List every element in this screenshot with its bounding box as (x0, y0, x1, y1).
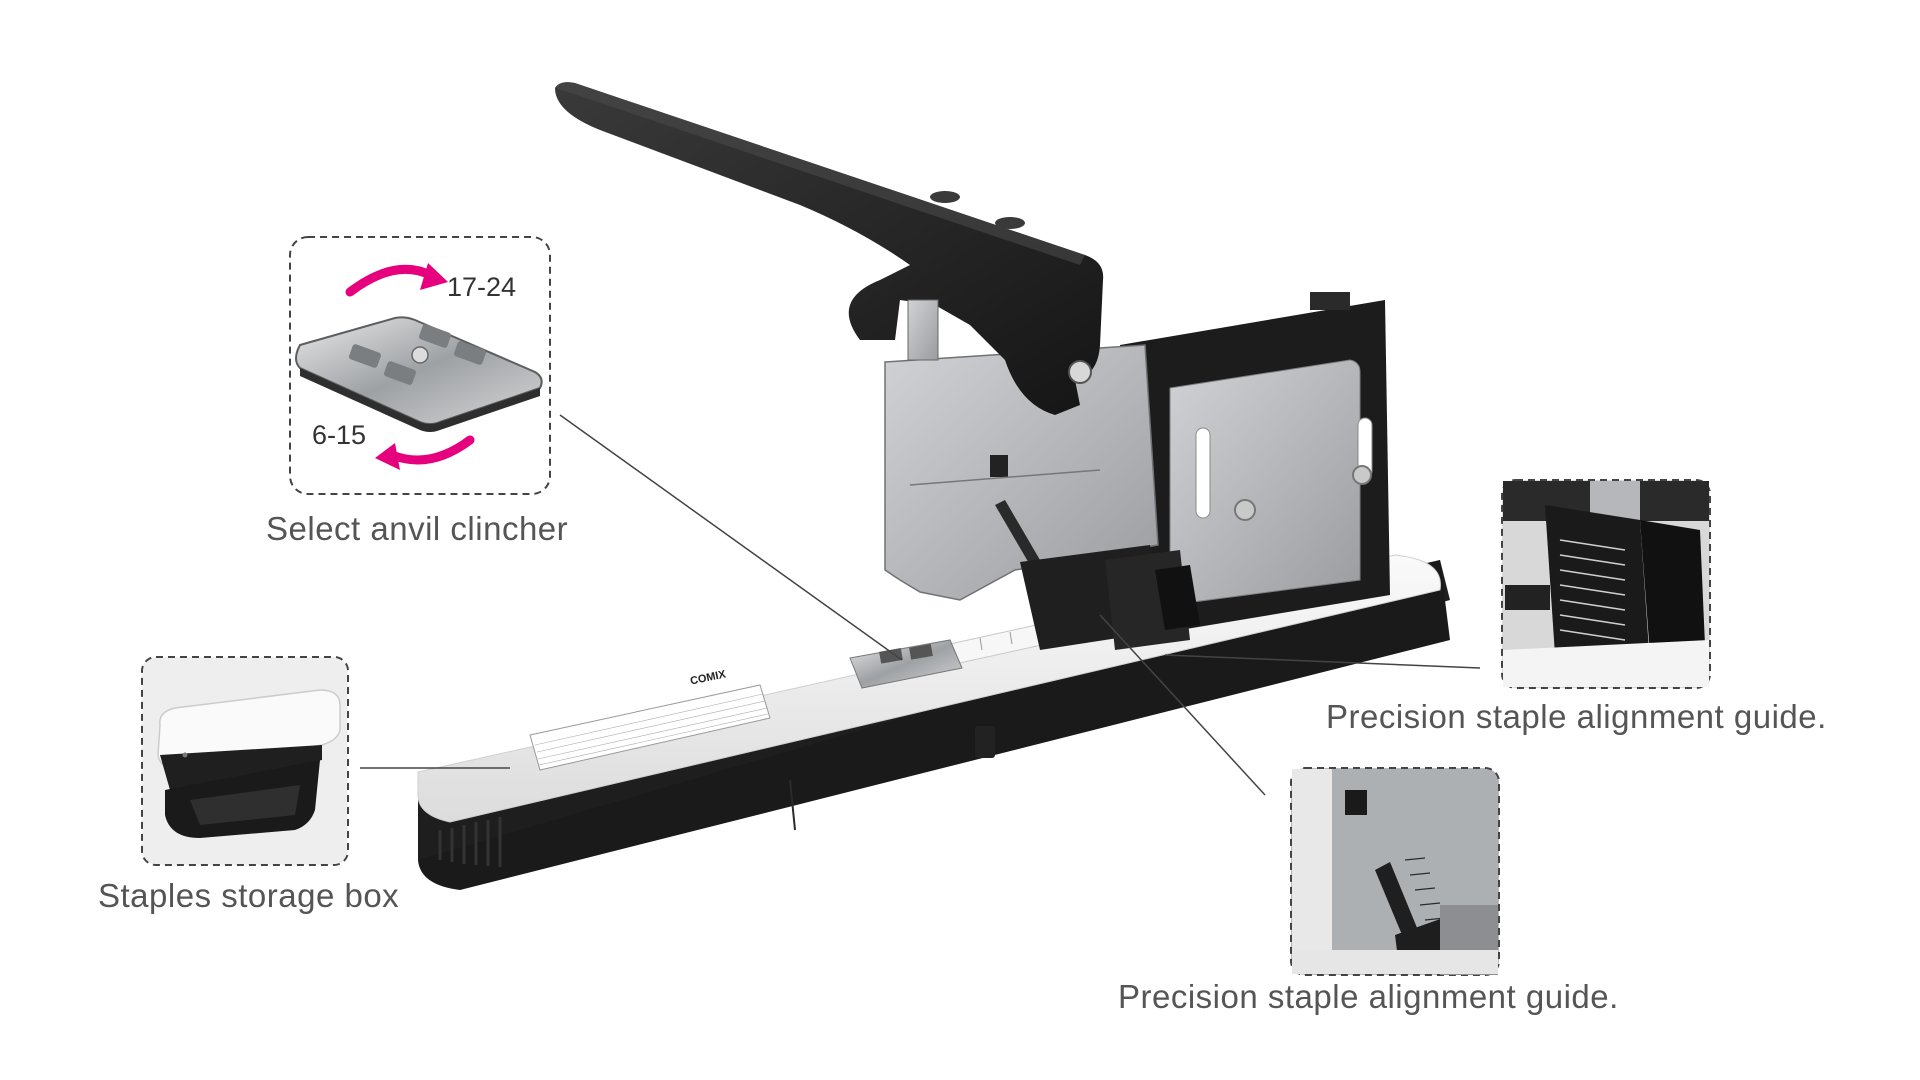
inset-alignment-guide-1 (1501, 479, 1711, 689)
stapler-head (884, 292, 1390, 650)
rotate-arrow-top-icon (345, 264, 435, 297)
inset-alignment-guide-2 (1290, 767, 1500, 976)
anvil-clincher-label: Select anvil clincher (266, 510, 569, 547)
spec-table-sticker (529, 684, 771, 771)
anvil-range-low: 6-15 (312, 420, 367, 450)
anvil-range-high: 17-24 (447, 272, 517, 302)
inset-anvil-clincher (289, 236, 551, 495)
rotate-arrow-bottom-icon (387, 435, 475, 465)
leader-line-anvil (559, 414, 903, 661)
stapler-handle (555, 82, 1104, 415)
alignment-guide-label-2: Precision staple alignment guide. (1118, 978, 1619, 1015)
leader-line-guide-1 (1164, 654, 1481, 669)
callout-leader-lines (360, 414, 1481, 796)
leader-line-guide-2 (1099, 614, 1266, 796)
inset-storage-box (141, 656, 349, 866)
alignment-guide-label-1: Precision staple alignment guide. (1326, 698, 1827, 735)
storage-box-label: Staples storage box (98, 877, 400, 914)
